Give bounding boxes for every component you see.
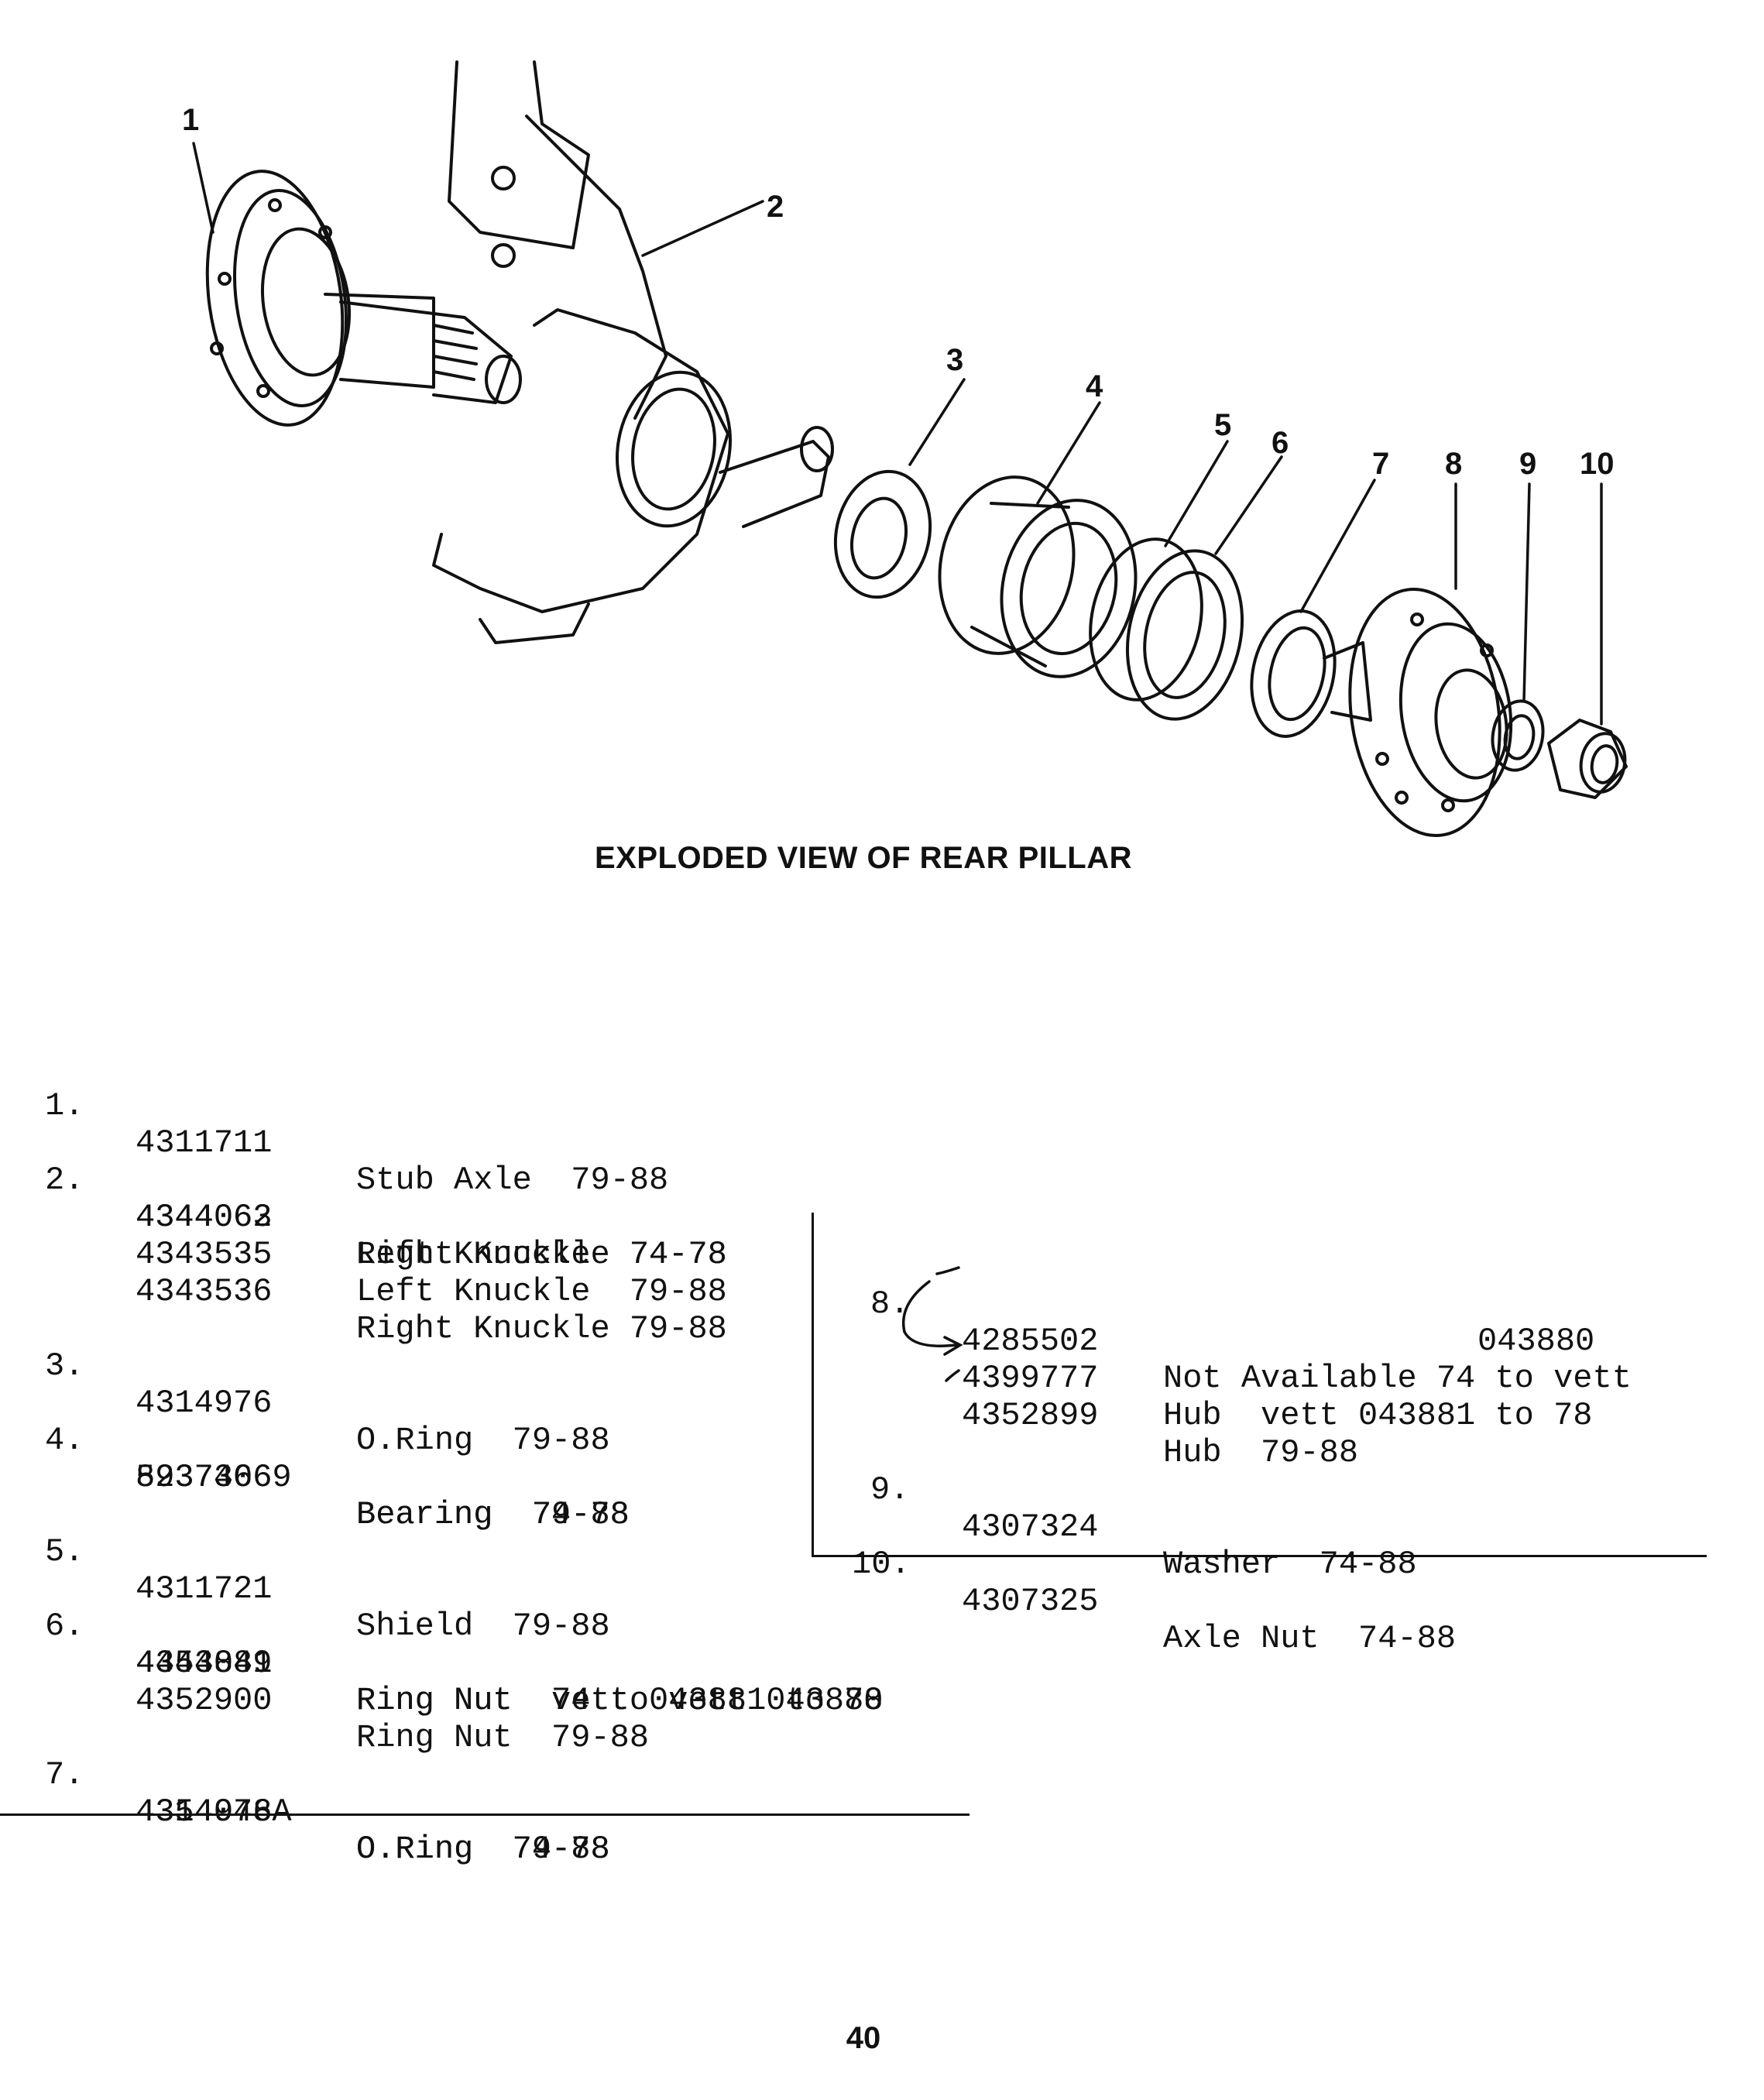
leader-lines bbox=[192, 142, 1603, 726]
list-item: 8. 4285502 Not Available 74 to vett bbox=[0, 1248, 1632, 1397]
part-number: 82374669 bbox=[136, 1459, 292, 1496]
list-item: 4314976 O.Ring 79-88 bbox=[0, 1756, 610, 1868]
list-item: 2. 4344062 Left Knuckle 74-78 bbox=[0, 1124, 727, 1273]
list-item: 4352900 Ring Nut 79-88 bbox=[0, 1645, 649, 1756]
part-number: 4443881 bbox=[136, 1645, 273, 1682]
callout-7: 7 bbox=[1372, 447, 1389, 481]
part-number: 4314976 bbox=[136, 1385, 273, 1422]
diagram-caption: EXPLODED VIEW OF REAR PILLAR bbox=[594, 841, 1133, 875]
part-number: 4314976 bbox=[136, 1793, 273, 1831]
page-number: 40 bbox=[846, 2021, 881, 2055]
part-description: Stub Axle 79-88 bbox=[356, 1162, 669, 1199]
part-description: Left Knuckle 74-78 bbox=[356, 1236, 727, 1273]
part-number: 4354048A bbox=[136, 1793, 292, 1831]
part-description: Shield 79-88 bbox=[356, 1608, 610, 1645]
item-number: 4. bbox=[45, 1422, 84, 1459]
bearing-drawing bbox=[938, 475, 1138, 678]
right-list-bottom-rule bbox=[812, 1555, 1707, 1557]
part-description: Right Knuckle 79-88 bbox=[356, 1310, 727, 1347]
right-list-left-rule bbox=[812, 1213, 814, 1556]
item-number: 3. bbox=[45, 1347, 84, 1385]
part-description: Hub vett 043881 to 78 bbox=[1163, 1397, 1593, 1434]
callout-1: 1 bbox=[182, 103, 199, 137]
part-number: 4307324 bbox=[962, 1508, 1099, 1546]
part-description: Washer 74-88 bbox=[1163, 1546, 1417, 1583]
part-number: 4399777 bbox=[962, 1360, 1099, 1397]
part-number: 4307325 bbox=[962, 1583, 1099, 1620]
part-description: Not Available 74 to vett bbox=[1163, 1360, 1632, 1397]
part-description: Bearing 79-88 bbox=[356, 1496, 630, 1533]
list-item: 5. 4311721 Shield 79-88 bbox=[0, 1496, 610, 1645]
item-number: 6. bbox=[45, 1608, 84, 1645]
part-number: 4311721 bbox=[136, 1570, 273, 1608]
list-item: 3. 4314976 O.Ring 79-88 bbox=[0, 1310, 610, 1459]
o-ring-drawing bbox=[833, 469, 932, 599]
item-number: 10. bbox=[852, 1546, 911, 1583]
part-number: 4343536 bbox=[136, 1273, 273, 1310]
shield-ring-nut-drawing bbox=[1089, 537, 1244, 721]
part-description: Ring Nut vett 043881 to 78 bbox=[356, 1682, 884, 1719]
exploded-diagram: 1 2 3 4 5 6 7 8 9 10 bbox=[182, 60, 1628, 837]
list-item: 043880 bbox=[0, 1285, 1594, 1360]
part-description: Hub 79-88 bbox=[1163, 1434, 1359, 1471]
list-item: 4354049 Ring Nut vett 043881 to 78 bbox=[0, 1608, 884, 1719]
list-item: 82374669 Bearing 79-88 bbox=[0, 1422, 630, 1533]
part-description: O.Ring 79-88 bbox=[356, 1422, 610, 1459]
o-ring-2-drawing bbox=[1250, 609, 1337, 738]
callout-5: 5 bbox=[1214, 408, 1231, 442]
part-number: 4343535 bbox=[136, 1236, 273, 1273]
part-number: 4285502 bbox=[962, 1323, 1099, 1360]
part-description: Axle Nut 74-88 bbox=[1163, 1620, 1457, 1657]
list-item: 4344063 Right Knuckle 74-78 bbox=[0, 1162, 727, 1273]
item-number: 5. bbox=[45, 1533, 84, 1570]
item-number: 1. bbox=[45, 1087, 84, 1124]
list-item: 4. 5937306 Bearing 74-78 bbox=[0, 1385, 630, 1533]
list-item: 7. 4354048A O.Ring 74-78 bbox=[0, 1719, 610, 1868]
list-item: 9. 4307324 Washer 74-88 bbox=[0, 1434, 1417, 1583]
list-item: 4343536 Right Knuckle 79-88 bbox=[0, 1236, 727, 1347]
callout-2: 2 bbox=[767, 190, 784, 224]
item-number: 2. bbox=[45, 1162, 84, 1199]
part-number: 4344063 bbox=[136, 1199, 273, 1236]
callout-3: 3 bbox=[946, 343, 963, 377]
stub-axle-drawing bbox=[205, 170, 522, 427]
part-description: Bearing 74-78 bbox=[356, 1496, 630, 1533]
part-description: 043880 bbox=[1477, 1323, 1595, 1360]
part-number: 4311711 bbox=[136, 1124, 273, 1162]
callout-6: 6 bbox=[1272, 426, 1289, 460]
axle-nut-drawing bbox=[1547, 719, 1628, 799]
hub-drawing bbox=[1323, 588, 1513, 837]
knuckle-drawing bbox=[432, 60, 834, 644]
callout-9: 9 bbox=[1519, 447, 1536, 481]
part-number: 5937306 bbox=[136, 1459, 273, 1496]
part-description: Left Knuckle 79-88 bbox=[356, 1273, 727, 1310]
part-number: 4352900 bbox=[136, 1682, 273, 1719]
item-number: 7. bbox=[45, 1756, 84, 1793]
part-number: 4354049 bbox=[136, 1645, 273, 1682]
part-description: Right Knuckle 74-78 bbox=[356, 1236, 727, 1273]
list-item: 4399777 Hub vett 043881 to 78 bbox=[0, 1323, 1593, 1434]
left-list-bottom-rule bbox=[0, 1813, 970, 1816]
callout-4: 4 bbox=[1086, 369, 1103, 403]
part-description: O.Ring 74-78 bbox=[356, 1831, 610, 1868]
part-description: O.Ring 79-88 bbox=[356, 1831, 610, 1868]
part-number: 4344062 bbox=[136, 1199, 273, 1236]
part-description: Ring Nut 79-88 bbox=[356, 1719, 650, 1756]
callout-8: 8 bbox=[1445, 447, 1462, 481]
list-item: 1. 4311711 Stub Axle 79-88 bbox=[0, 1050, 668, 1199]
callout-10: 10 bbox=[1580, 447, 1615, 481]
part-description: Ring Nut 74 to vett 043880 bbox=[356, 1682, 884, 1719]
list-item: 4352899 Hub 79-88 bbox=[0, 1360, 1358, 1471]
handwritten-arrow bbox=[901, 1266, 963, 1382]
list-item: 4343535 Left Knuckle 79-88 bbox=[0, 1199, 727, 1310]
item-number: 9. bbox=[870, 1471, 910, 1508]
list-item: 10. 4307325 Axle Nut 74-88 bbox=[0, 1508, 1456, 1657]
part-number: 4352899 bbox=[962, 1397, 1099, 1434]
list-item: 6. 4443881 Ring Nut 74 to vett 043880 bbox=[0, 1570, 884, 1719]
